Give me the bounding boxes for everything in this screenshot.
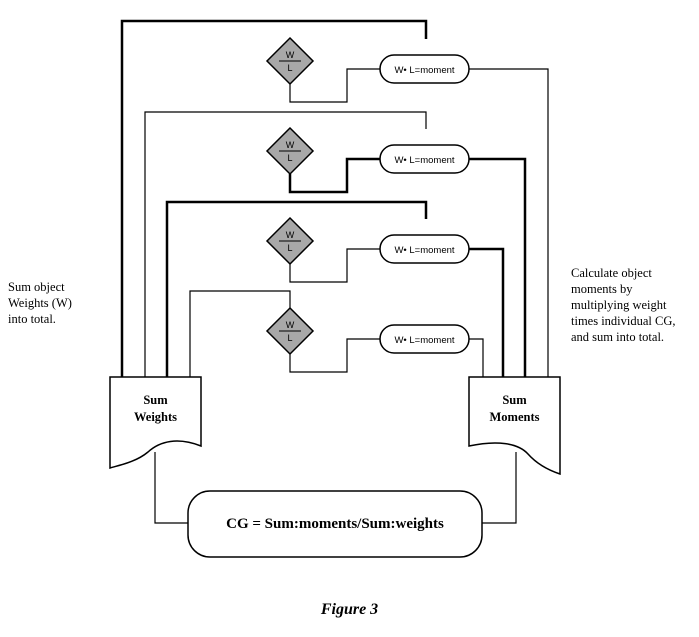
- sum-moments-document: Sum Moments: [468, 376, 561, 476]
- left-annotation: Sum object Weights (W) into total.: [8, 279, 72, 327]
- right-annotation-line: Calculate object: [571, 266, 652, 280]
- sum-weights-line-2: Weights: [134, 410, 177, 424]
- moment-line-2: [469, 157, 527, 377]
- process-label: W• L=moment: [394, 335, 454, 346]
- diamond-top-label: W: [286, 230, 295, 240]
- left-annotation-line: into total.: [8, 312, 56, 326]
- diamond-top-label: W: [286, 140, 295, 150]
- process-label: W• L=moment: [394, 65, 454, 76]
- weight-line-4: [189, 290, 291, 377]
- process-label: W• L=moment: [394, 155, 454, 166]
- weight-line-3: [165, 200, 428, 377]
- diamond-bottom-label: L: [287, 63, 292, 73]
- connector-1: [289, 68, 380, 103]
- diamond-top-label: W: [286, 50, 295, 60]
- sum-weights-document: Sum Weights: [109, 376, 202, 470]
- left-annotation-line: Weights (W): [8, 296, 72, 310]
- moment-line-3: [469, 247, 505, 377]
- weight-feed-lines: [120, 19, 428, 377]
- decision-diamond-1: W L: [265, 36, 315, 86]
- connector-4: [289, 338, 380, 373]
- connector-3: [289, 248, 380, 283]
- cg-formula-box: CG = Sum:moments/Sum:weights: [187, 490, 483, 558]
- sum-weights-line-1: Sum: [143, 393, 168, 407]
- process-box-1: W• L=moment: [379, 54, 470, 84]
- process-box-4: W• L=moment: [379, 324, 470, 354]
- right-annotation-line: moments by: [571, 282, 633, 296]
- process-box-3: W• L=moment: [379, 234, 470, 264]
- sum-moments-line-2: Moments: [490, 410, 540, 424]
- moment-feed-lines: [469, 68, 549, 377]
- right-annotation: Calculate object moments by multiplying …: [571, 265, 676, 345]
- moment-line-4: [469, 338, 484, 377]
- connector-2: [288, 157, 380, 194]
- right-annotation-line: multiplying weight: [571, 298, 667, 312]
- decision-diamond-4: W L: [265, 306, 315, 356]
- right-annotation-line: and sum into total.: [571, 330, 665, 344]
- figure-caption: Figure 3: [320, 601, 379, 618]
- process-box-2: W• L=moment: [379, 144, 470, 174]
- right-annotation-line: times individual CG,: [571, 314, 676, 328]
- diamond-bottom-label: L: [287, 153, 292, 163]
- moments-to-cg-line: [482, 452, 517, 524]
- sum-moments-line-1: Sum: [502, 393, 527, 407]
- diamond-bottom-label: L: [287, 243, 292, 253]
- diamond-bottom-label: L: [287, 333, 292, 343]
- diamond-top-label: W: [286, 320, 295, 330]
- weight-line-2: [144, 111, 427, 377]
- decision-connectors: [288, 68, 380, 373]
- cg-formula: CG = Sum:moments/Sum:weights: [226, 516, 444, 532]
- weight-line-1: [120, 19, 428, 377]
- decision-diamond-3: W L: [265, 216, 315, 266]
- left-annotation-line: Sum object: [8, 280, 65, 294]
- process-label: W• L=moment: [394, 245, 454, 256]
- decision-diamond-2: W L: [265, 126, 315, 176]
- weights-to-cg-line: [154, 452, 188, 524]
- cg-connectors: [154, 452, 517, 524]
- moment-line-1: [469, 68, 549, 377]
